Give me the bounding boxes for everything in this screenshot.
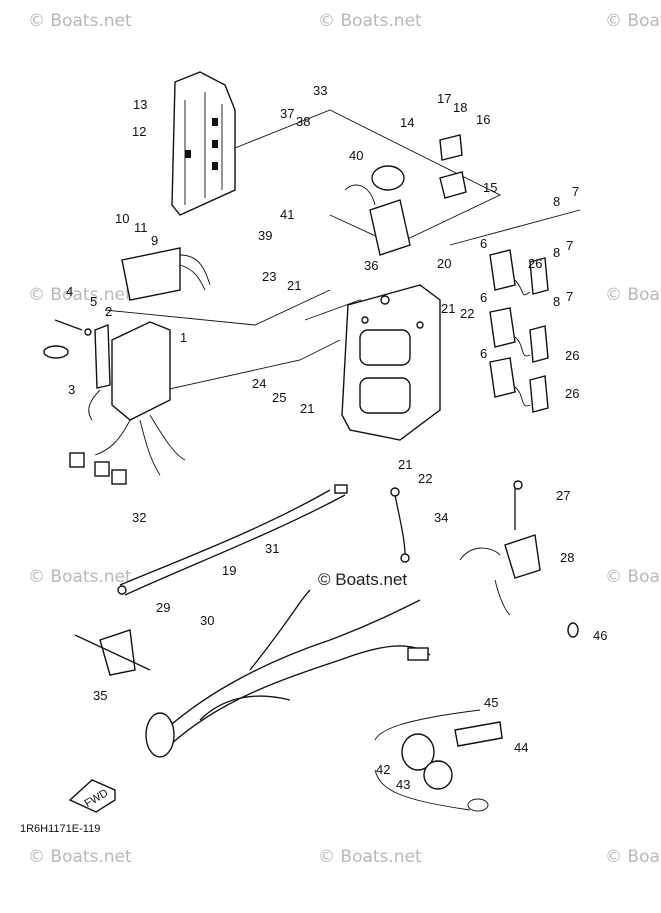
callout-40: 40 (349, 148, 363, 163)
callout-36: 36 (364, 258, 378, 273)
callout-8: 8 (553, 194, 560, 209)
callout-32: 32 (132, 510, 146, 525)
callout-12: 12 (132, 124, 146, 139)
part-9-unit (121, 247, 211, 301)
callout-9: 9 (151, 233, 158, 248)
fwd-arrow-icon: FWD (68, 779, 116, 813)
part-36-rectifier (344, 184, 411, 256)
callout-28: 28 (560, 550, 574, 565)
callout-31: 31 (265, 541, 279, 556)
callout-22: 22 (418, 471, 432, 486)
part-34-lead (390, 487, 410, 563)
callout-44: 44 (514, 740, 528, 755)
callout-35: 35 (93, 688, 107, 703)
watermark: © Boats.net (28, 847, 132, 867)
part-27-28-sensor (459, 480, 541, 616)
part-12-cover (171, 71, 236, 216)
callout-16: 16 (476, 112, 490, 127)
callout-layer: 1234566677788891011121314151617181920212… (66, 83, 607, 792)
callout-21: 21 (300, 401, 314, 416)
callout-18: 18 (453, 100, 467, 115)
watermark: © Boats.net (28, 567, 132, 587)
callout-29: 29 (156, 600, 170, 615)
callout-20: 20 (437, 256, 451, 271)
callout-24: 24 (252, 376, 266, 391)
callout-43: 43 (396, 777, 410, 792)
callout-33: 33 (313, 83, 327, 98)
callout-7: 7 (566, 238, 573, 253)
callout-7: 7 (572, 184, 579, 199)
callout-11: 11 (134, 220, 148, 235)
callout-26: 26 (565, 386, 579, 401)
callout-8: 8 (553, 245, 560, 260)
part-20-block (341, 284, 441, 441)
part-35-bracket (74, 629, 151, 676)
callout-5: 5 (90, 294, 97, 309)
part-31-lead (117, 484, 348, 596)
part-6-coils (489, 249, 549, 413)
callout-15: 15 (483, 180, 497, 195)
callout-17: 17 (437, 91, 451, 106)
callout-26: 26 (528, 256, 542, 271)
watermark: © Boats.net (318, 11, 422, 31)
watermark: © Boats.net (605, 285, 661, 305)
part-29-harness (145, 589, 431, 758)
callout-21: 21 (441, 301, 455, 316)
callout-37: 37 (280, 106, 294, 121)
watermark: © Boats.net (28, 11, 132, 31)
watermark: © Boats.net (605, 847, 661, 867)
callout-6: 6 (480, 290, 487, 305)
callout-1: 1 (180, 330, 187, 345)
callout-6: 6 (480, 236, 487, 251)
callout-3: 3 (68, 382, 75, 397)
callout-10: 10 (115, 211, 129, 226)
callout-25: 25 (272, 390, 286, 405)
watermark: © Boats.net (28, 285, 132, 305)
callout-7: 7 (566, 289, 573, 304)
callout-46: 46 (593, 628, 607, 643)
callout-13: 13 (133, 97, 147, 112)
callout-21: 21 (287, 278, 301, 293)
watermark: © Boats.net (318, 847, 422, 867)
callout-19: 19 (222, 563, 236, 578)
callout-2: 2 (105, 304, 112, 319)
callout-30: 30 (200, 613, 214, 628)
diagram-code: 1R6H1171E-119 (20, 823, 100, 835)
callout-45: 45 (484, 695, 498, 710)
part-small-left (43, 319, 111, 389)
callout-14: 14 (400, 115, 414, 130)
watermark-center: © Boats.net (318, 570, 407, 589)
callout-21: 21 (398, 457, 412, 472)
callout-38: 38 (296, 114, 310, 129)
watermark: © Boats.net (605, 11, 661, 31)
part-lower-cowl (374, 709, 503, 812)
callout-22: 22 (460, 306, 474, 321)
callout-39: 39 (258, 228, 272, 243)
callout-34: 34 (434, 510, 448, 525)
part-1-cdi (69, 321, 186, 485)
callout-27: 27 (556, 488, 570, 503)
callout-4: 4 (66, 284, 73, 299)
watermark: © Boats.net (605, 567, 661, 587)
callout-26: 26 (565, 348, 579, 363)
callout-8: 8 (553, 294, 560, 309)
callout-41: 41 (280, 207, 294, 222)
part-14-16-relays (371, 134, 467, 199)
callout-6: 6 (480, 346, 487, 361)
callout-23: 23 (262, 269, 276, 284)
callout-42: 42 (376, 762, 390, 777)
watermark-layer: © Boats.net © Boats.net © Boats.net © Bo… (28, 11, 661, 867)
part-46-clip (567, 622, 579, 638)
